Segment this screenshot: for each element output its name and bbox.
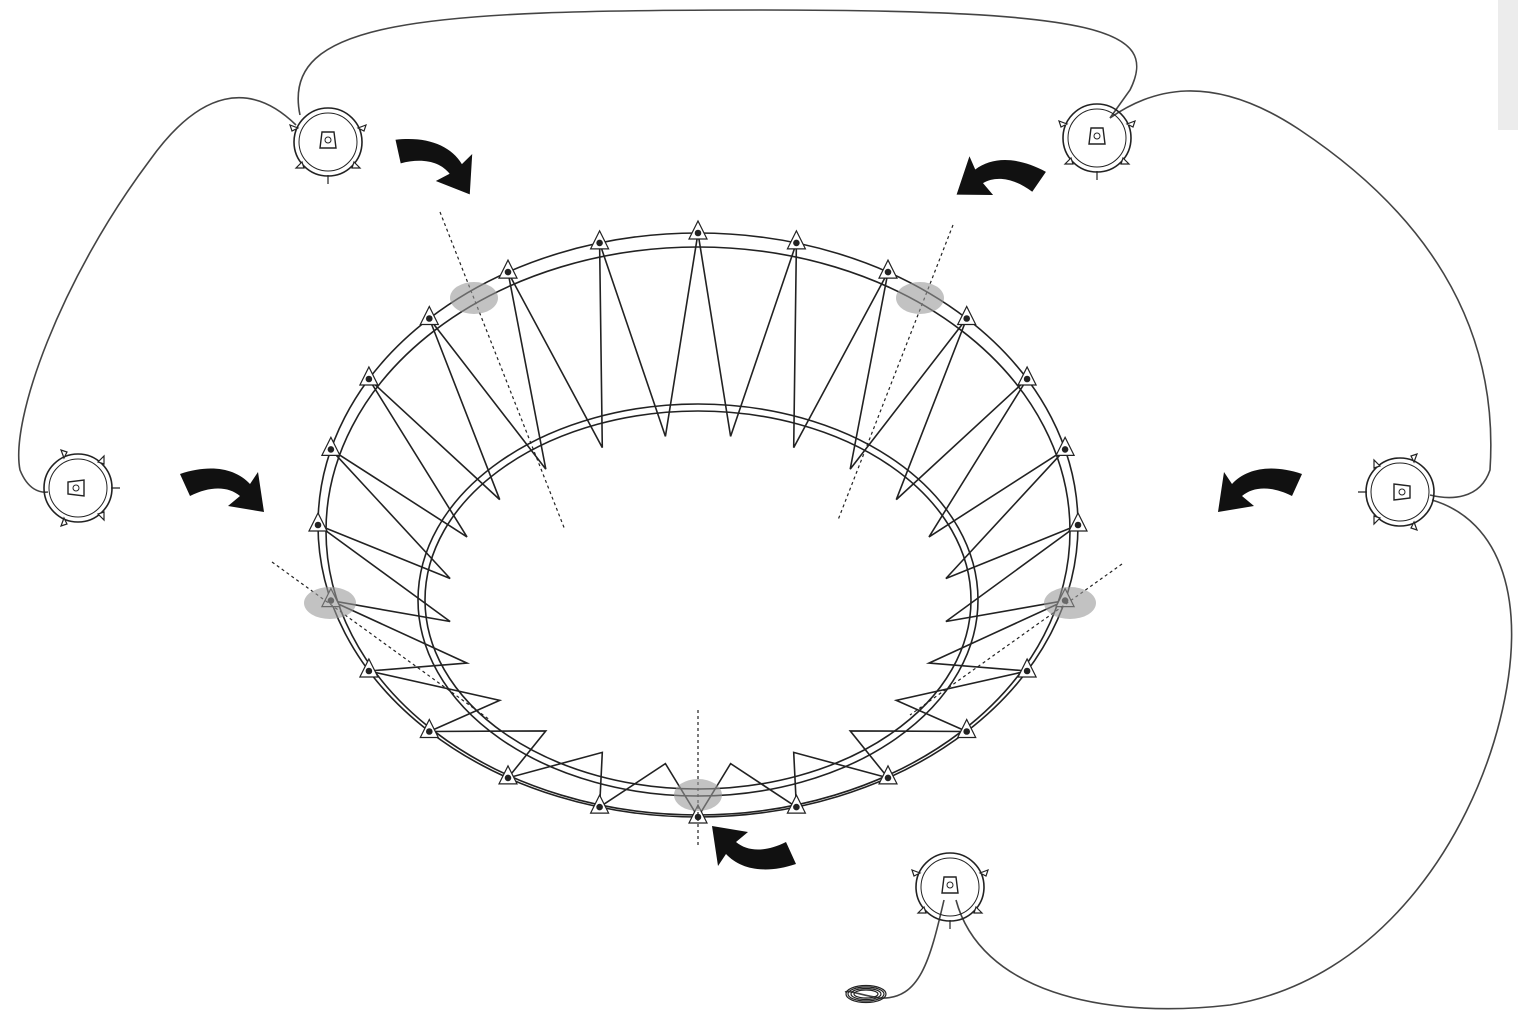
strut-zigzag <box>317 232 1079 818</box>
curved-arrow-icon <box>956 151 1047 210</box>
mount-highlight <box>674 779 722 811</box>
cable-top <box>297 9 1138 119</box>
alignment-lines <box>271 211 1123 845</box>
frame-bolt <box>1023 375 1031 383</box>
cable-coil-icon <box>845 984 887 1004</box>
curved-arrow-icon <box>712 826 796 870</box>
curved-arrow-icon <box>387 134 479 195</box>
mount-highlight <box>896 282 944 314</box>
frame-bolt <box>793 239 800 247</box>
frame-bolt <box>963 728 971 735</box>
frame-bolt <box>963 315 971 322</box>
mount-highlight <box>450 282 498 314</box>
mount-highlight <box>1044 587 1096 619</box>
frame-bolt <box>365 375 373 383</box>
frame-bolt <box>314 521 322 529</box>
frame-bolt <box>884 268 892 276</box>
lamp-holder-icon <box>289 107 367 185</box>
cable-right-lower <box>955 499 1513 1010</box>
frame-bolt <box>1074 521 1082 529</box>
lamp-holder-icon <box>43 449 121 527</box>
frame-bolt <box>504 774 512 782</box>
frame-bolt <box>793 803 800 811</box>
frame-bolt <box>694 229 702 237</box>
frame-bolt <box>327 446 335 453</box>
inner-ring-edge <box>424 410 972 790</box>
frame-bolt <box>504 268 512 276</box>
lamp-holder-icon <box>1058 103 1136 181</box>
cable-right-upper <box>1109 90 1492 499</box>
lamp-holder-icon <box>911 852 989 930</box>
curved-arrow-icon <box>180 468 264 512</box>
lamp-holder-icon <box>1357 453 1435 531</box>
frame-bolt <box>1023 667 1031 675</box>
curved-arrow-icon <box>1218 468 1302 512</box>
frame-bolt <box>365 667 373 675</box>
frame-bolt <box>425 728 433 735</box>
frame-bolt <box>884 774 892 782</box>
cable-bottom <box>844 899 945 999</box>
cable-left <box>18 96 297 493</box>
frame-bolt <box>425 315 433 322</box>
mount-highlight <box>304 587 356 619</box>
frame-structure <box>308 219 1088 824</box>
side-tab <box>1498 0 1518 130</box>
frame-bolt <box>596 803 603 811</box>
frame-bolt <box>1061 446 1069 453</box>
frame-bolt <box>596 239 603 247</box>
inner-ring <box>417 403 979 797</box>
mount-highlights <box>304 282 1096 811</box>
